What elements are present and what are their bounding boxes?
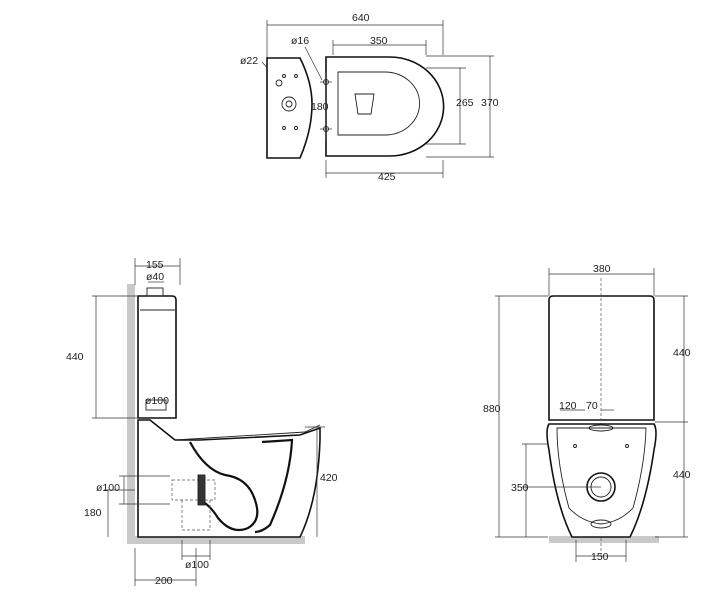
dim-label-200: 200 <box>155 575 173 587</box>
dim-label-440-side: 440 <box>66 351 84 363</box>
cistern-outline-top <box>266 57 313 159</box>
floor <box>127 536 305 544</box>
front-view: 380 120 70 880 440 440 <box>483 263 691 563</box>
cistern-side <box>137 295 177 419</box>
floor-front <box>549 536 659 543</box>
dim-label-d100-horizontal: ø100 <box>96 482 120 494</box>
dim-label-120: 120 <box>559 400 577 412</box>
dim-label-350-front: 350 <box>511 482 529 494</box>
dim-label-d40: ø40 <box>146 271 164 283</box>
dim-label-425: 425 <box>378 171 396 183</box>
dim-label-d100-flush: ø100 <box>145 395 169 407</box>
bowl-rim-top <box>337 71 420 136</box>
dim-label-640: 640 <box>352 12 370 24</box>
dim-label-265: 265 <box>456 97 474 109</box>
top-view: 640 350 ø16 ø22 180 <box>240 12 499 183</box>
side-view: 155 ø40 440 ø100 420 ø100 <box>66 258 338 587</box>
dim-label-180: 180 <box>311 101 329 113</box>
drain-top <box>354 93 375 115</box>
cistern-front <box>548 295 655 421</box>
tap-hole-top <box>275 79 283 87</box>
cistern-button-side <box>146 287 164 297</box>
bowl-outline-top <box>325 56 445 157</box>
dim-label-440-front-top: 440 <box>673 347 691 359</box>
dim-label-155: 155 <box>146 259 164 271</box>
dim-label-d22: ø22 <box>240 55 258 67</box>
dim-label-180-side: 180 <box>84 507 102 519</box>
dim-label-370: 370 <box>481 97 499 109</box>
trap-side <box>189 441 259 532</box>
dim-label-440-front-bottom: 440 <box>673 469 691 481</box>
dim-label-d100-floor: ø100 <box>185 559 209 571</box>
dim-label-880: 880 <box>483 403 501 415</box>
bowl-side <box>137 419 321 538</box>
dim-label-d16: ø16 <box>291 35 309 47</box>
dim-label-380: 380 <box>593 263 611 275</box>
flush-hole-top <box>281 96 297 112</box>
dim-label-150: 150 <box>591 551 609 563</box>
wall <box>127 284 135 542</box>
dim-label-70: 70 <box>586 400 598 412</box>
outlet-hidden <box>171 479 216 501</box>
dim-label-420: 420 <box>320 472 338 484</box>
dim-label-350: 350 <box>370 35 388 47</box>
